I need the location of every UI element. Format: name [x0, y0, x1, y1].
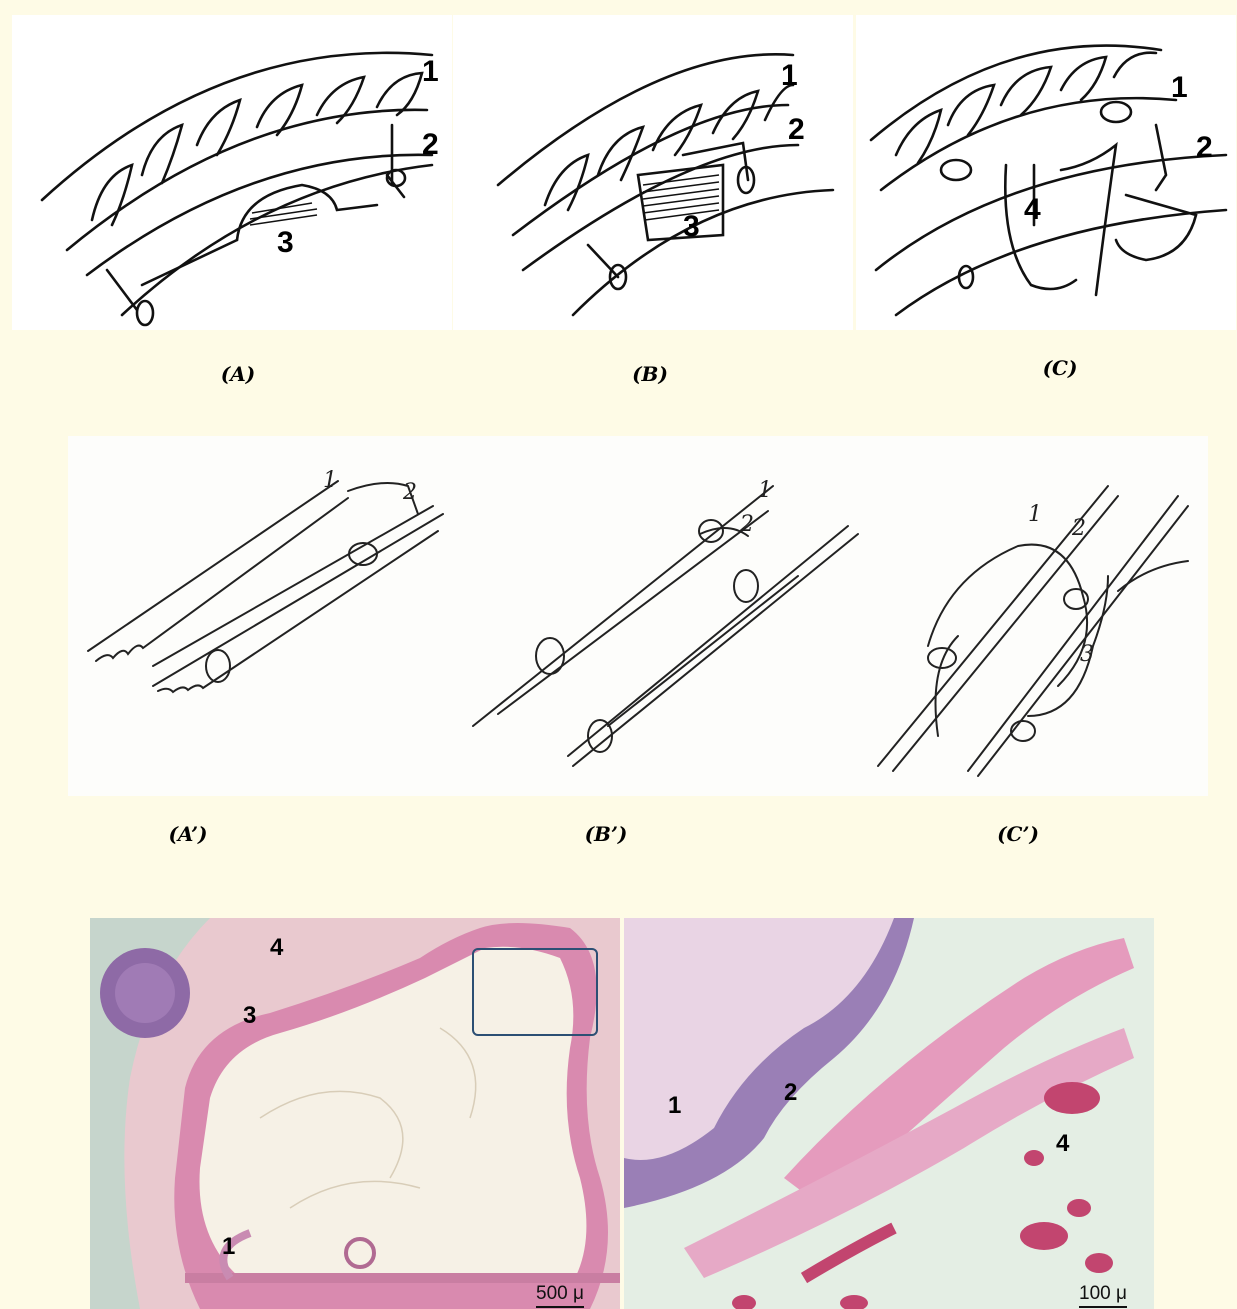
sketch-c-label-4: 4 [1024, 195, 1041, 225]
micrograph-left: 4 3 1 500 μ [90, 918, 620, 1309]
sketch-c-prime-label-3: 3 [1080, 644, 1094, 666]
micrograph-right: 1 2 4 100 μ [624, 918, 1154, 1309]
sketch-panel-c: 1 2 4 [856, 15, 1236, 330]
micro-right-label-1: 1 [668, 1094, 681, 1118]
sketch-b-label-3: 3 [683, 212, 700, 242]
caption-a-prime: (A’) [128, 822, 248, 846]
sketch-panel-b: 1 2 3 [453, 15, 853, 330]
sketch-c-drawing [856, 15, 1236, 330]
caption-c-prime: (C’) [958, 822, 1078, 846]
sketch-a-prime-label-2: 2 [403, 482, 417, 504]
caption-a: (A) [178, 362, 298, 386]
sketch-b-label-1: 1 [781, 61, 798, 91]
sketch-c-prime-label-2: 2 [1072, 518, 1086, 540]
micro-right-label-2: 2 [784, 1081, 797, 1105]
region-of-interest-box [472, 948, 598, 1036]
caption-c: (C) [1000, 356, 1120, 380]
sketch-c-label-2: 2 [1196, 133, 1213, 163]
sketch-c-prime-label-1: 1 [1028, 504, 1042, 526]
micro-left-label-3: 3 [243, 1004, 256, 1028]
scale-bar-right: 100 μ [1079, 1283, 1127, 1308]
sketch-b-label-2: 2 [788, 115, 805, 145]
sketch-a-prime-label-1: 1 [323, 470, 337, 492]
sketch-a-drawing [12, 15, 452, 330]
micro-left-label-4: 4 [270, 936, 283, 960]
sketch-b-prime-label-2: 2 [740, 514, 754, 536]
sketch-a-label-2: 2 [422, 130, 439, 160]
caption-b-prime: (B’) [546, 822, 666, 846]
sketch-a-label-3: 3 [277, 228, 294, 258]
micrograph-right-image [624, 918, 1154, 1309]
sketch-a-label-1: 1 [422, 57, 439, 87]
sketch-c-label-1: 1 [1171, 73, 1188, 103]
micro-right-label-4: 4 [1056, 1132, 1069, 1156]
sketch-b-prime-label-1: 1 [758, 480, 772, 502]
sketch-row-prime-drawing [68, 436, 1208, 796]
micro-left-label-1: 1 [222, 1235, 235, 1259]
scale-bar-left: 500 μ [536, 1283, 584, 1308]
caption-b: (B) [590, 362, 710, 386]
sketch-panel-a-prime: 1 2 1 2 1 2 3 [68, 436, 1208, 796]
sketch-panel-a: 1 2 3 [12, 15, 452, 330]
